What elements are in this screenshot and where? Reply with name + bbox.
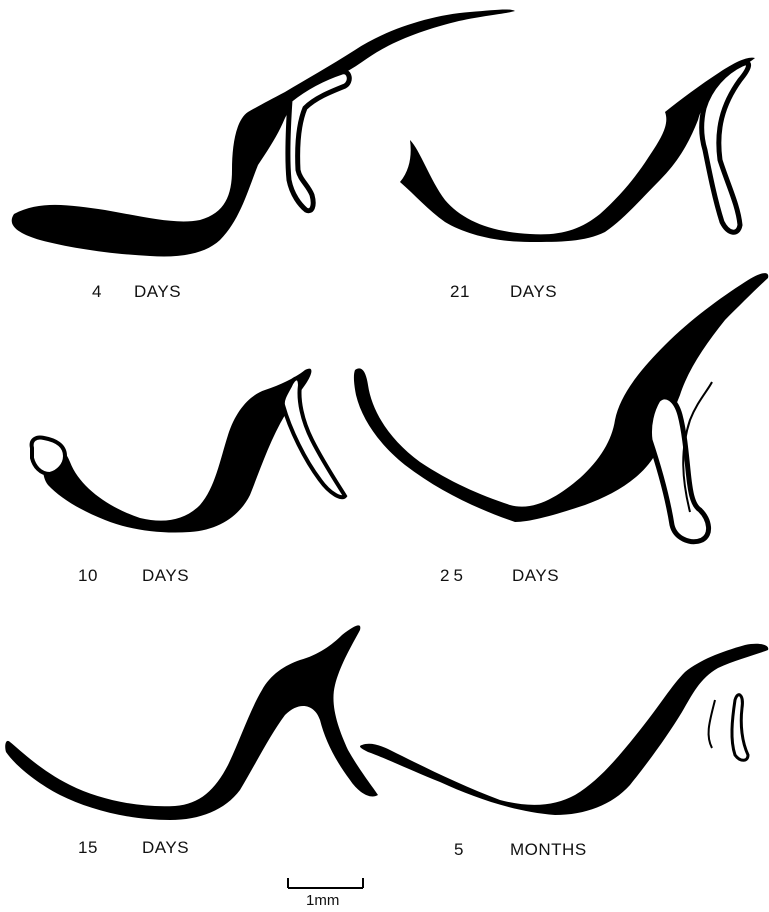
label-25-days-unit: DAYS xyxy=(512,566,559,586)
label-10-days-unit: DAYS xyxy=(142,566,189,586)
section-15-days xyxy=(5,625,378,820)
label-4-days-number: 4 xyxy=(92,282,134,302)
label-10-days-number: 10 xyxy=(78,566,142,586)
section-10-days-cap xyxy=(32,437,65,474)
section-10-days xyxy=(32,369,345,533)
label-25-days-number: 25 xyxy=(440,566,512,586)
label-5-months-unit: MONTHS xyxy=(510,840,587,860)
section-25-days-bone xyxy=(354,273,768,522)
scale-bar xyxy=(288,878,363,888)
label-5-months-number: 5 xyxy=(454,840,510,860)
label-21-days-number: 21 xyxy=(450,282,510,302)
section-4-days-bone xyxy=(12,9,515,256)
section-5-months-thread xyxy=(709,700,715,748)
section-5-months-bone xyxy=(360,644,768,815)
section-5-months xyxy=(360,644,768,815)
section-21-days-bone xyxy=(400,58,755,242)
section-10-days-spur xyxy=(283,378,345,497)
scale-bar-label: 1mm xyxy=(306,892,339,909)
section-10-days-bone xyxy=(43,369,312,533)
section-21-days xyxy=(400,58,755,242)
section-25-days xyxy=(354,273,768,542)
section-4-days-spur xyxy=(288,72,349,211)
section-4-days xyxy=(12,9,515,256)
label-15-days-number: 15 xyxy=(78,838,142,858)
label-21-days-unit: DAYS xyxy=(510,282,557,302)
section-5-months-spur xyxy=(732,695,748,761)
label-4-days-unit: DAYS xyxy=(134,282,181,302)
section-25-days-spur xyxy=(649,397,708,542)
section-15-days-bone xyxy=(5,625,378,820)
label-15-days-unit: DAYS xyxy=(142,838,189,858)
